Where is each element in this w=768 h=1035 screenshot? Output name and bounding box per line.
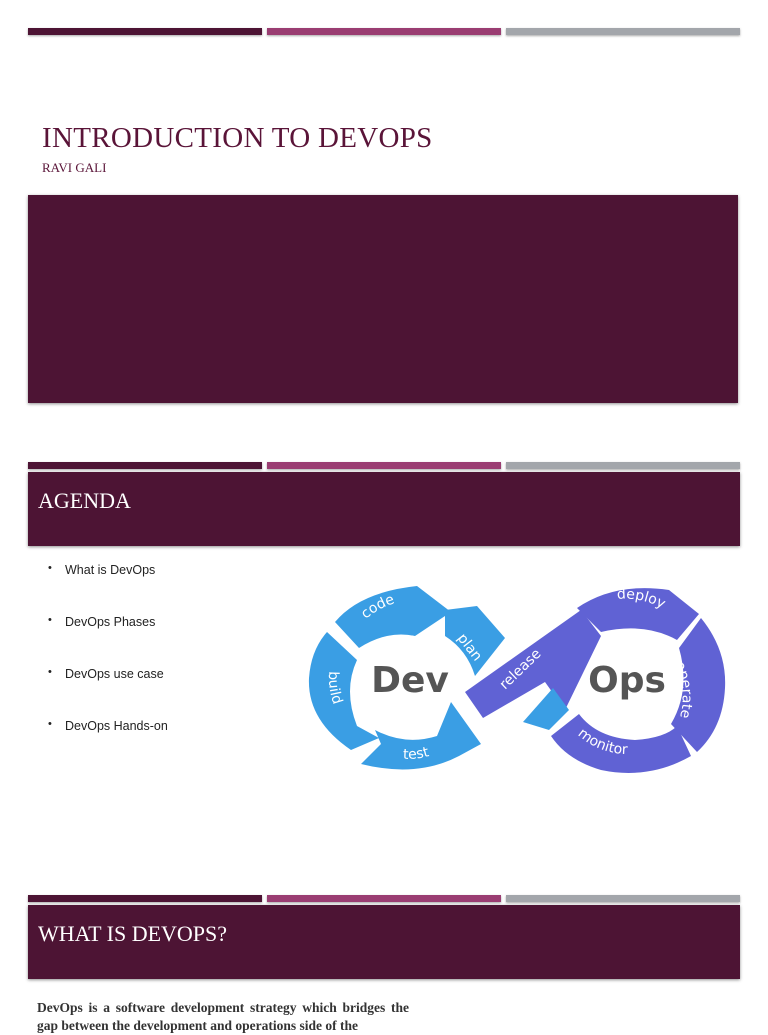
agenda-item-label: What is DevOps	[65, 563, 156, 577]
segment-deploy	[577, 588, 699, 640]
segment-code	[335, 586, 451, 648]
bullet-icon: •	[48, 562, 52, 574]
segment-build	[308, 632, 379, 750]
segment-monitor	[551, 714, 691, 773]
segment-test	[361, 702, 481, 770]
slide2-header: AGENDA	[38, 488, 131, 513]
svg-text:test: test	[403, 744, 431, 763]
phase-test-label: test	[403, 744, 431, 763]
segment-ops-connector	[523, 688, 569, 730]
phase-build-label: build	[325, 671, 345, 706]
agenda-item: • DevOps Hands-on	[48, 718, 168, 771]
bullet-icon: •	[48, 666, 52, 678]
accent-bar-magenta	[267, 462, 501, 469]
accent-bar-dark	[28, 895, 262, 902]
agenda-item: • What is DevOps	[48, 562, 168, 615]
dev-loop	[308, 586, 505, 770]
accent-bar-dark	[28, 462, 262, 469]
slide1-hero-panel	[28, 195, 738, 403]
agenda-item: • DevOps Phases	[48, 614, 168, 667]
logo-ops-label: Ops	[588, 660, 666, 701]
slide1-accent-bars	[28, 28, 740, 36]
slide3-header-panel: WHAT IS DEVOPS?	[28, 905, 740, 979]
bullet-icon: •	[48, 614, 52, 626]
agenda-item: • DevOps use case	[48, 666, 168, 719]
slide2-accent-bars	[28, 462, 740, 470]
agenda-item-label: DevOps Hands-on	[65, 719, 168, 733]
agenda-item-label: DevOps Phases	[65, 615, 156, 629]
slide3-accent-bars	[28, 895, 740, 903]
accent-bar-dark	[28, 28, 262, 35]
agenda-item-label: DevOps use case	[65, 667, 164, 681]
accent-bar-magenta	[267, 28, 501, 35]
svg-text:build: build	[325, 671, 345, 706]
ops-loop	[523, 588, 726, 773]
slide3-header: WHAT IS DEVOPS?	[38, 921, 228, 946]
accent-bar-gray	[506, 462, 740, 469]
devops-infinity-logo: Dev Ops code plan build test release dep…	[308, 586, 726, 773]
bullet-icon: •	[48, 718, 52, 730]
slide3-body-text: DevOps is a software development strateg…	[37, 1000, 409, 1033]
slide1-author: RAVI GALI	[42, 160, 107, 175]
slide1-title: INTRODUCTION TO DEVOPS	[42, 122, 433, 154]
logo-dev-label: Dev	[371, 660, 449, 701]
segment-operate	[671, 618, 726, 752]
segment-plan	[445, 606, 505, 676]
accent-bar-gray	[506, 28, 740, 35]
segment-release	[465, 610, 601, 718]
accent-bar-gray	[506, 895, 740, 902]
accent-bar-magenta	[267, 895, 501, 902]
slide2-header-panel: AGENDA	[28, 472, 740, 546]
agenda-list: • What is DevOps • DevOps Phases • DevOps u…	[48, 562, 168, 771]
